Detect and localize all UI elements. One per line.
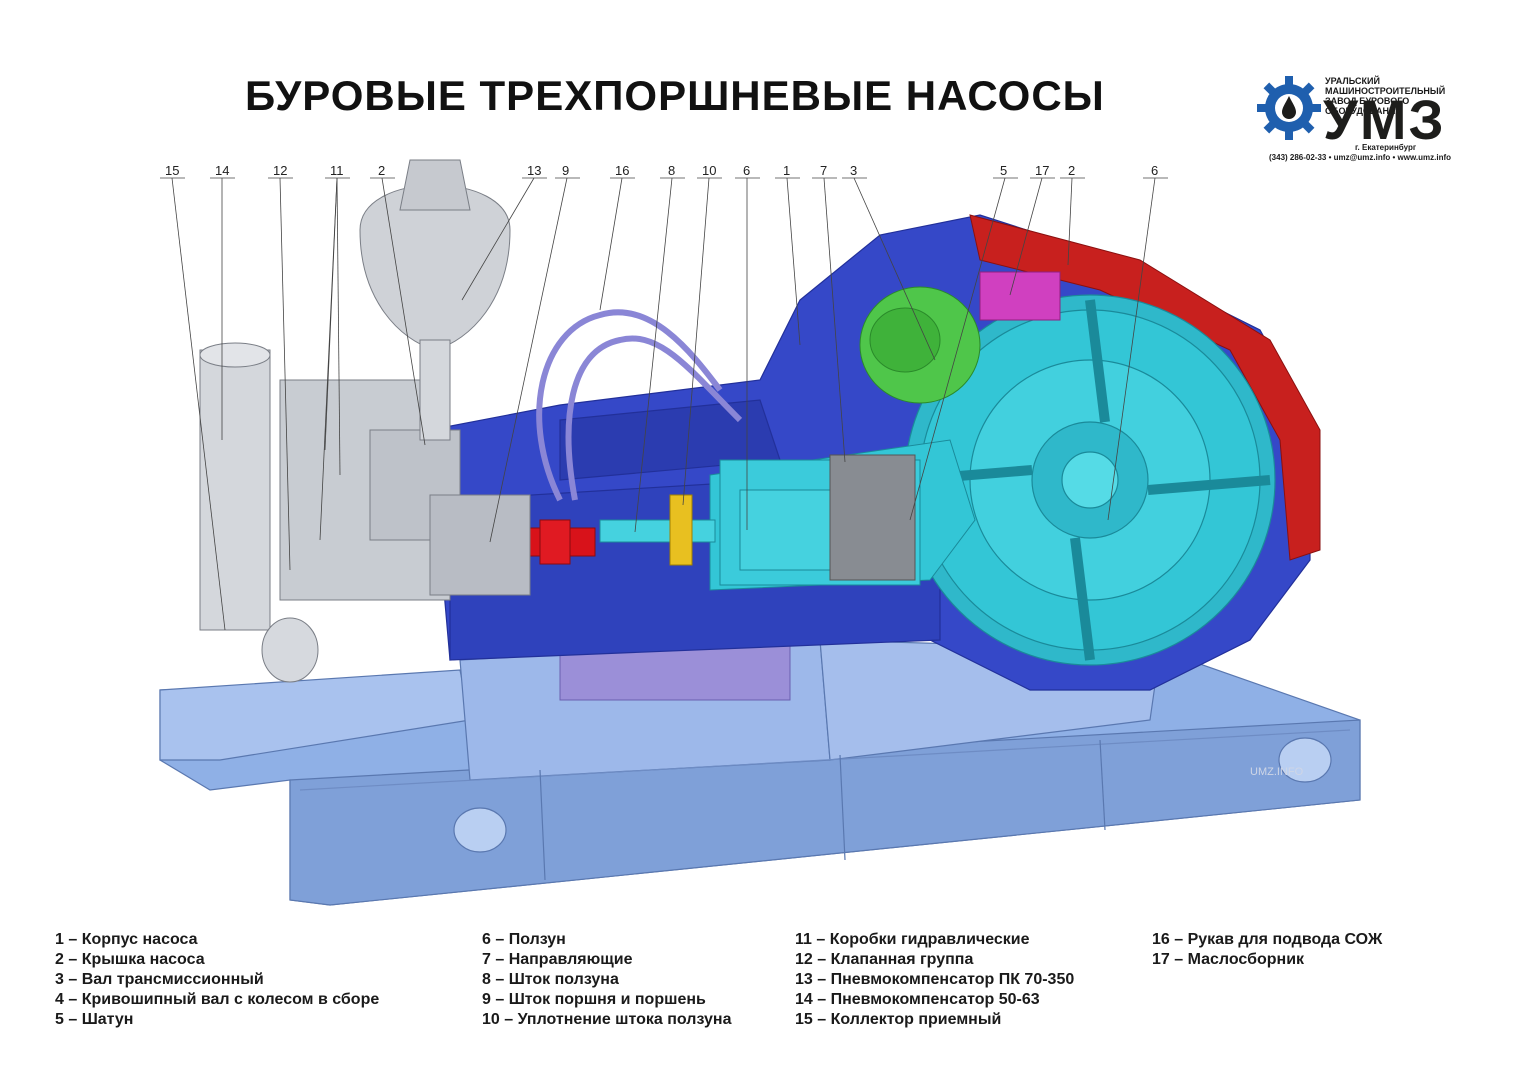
callout-11: 11 [330,163,344,178]
coolant-hose [536,309,743,502]
legend-item: 2 – Крышка насоса [55,951,205,968]
callout-3: 3 [850,163,857,178]
gear-logo-icon [1257,76,1321,140]
legend-item: 7 – Направляющие [482,951,633,968]
legend-item: 12 – Клапанная группа [795,951,974,968]
callout-numbers: 15 14 12 11 2 13 9 16 8 10 6 1 7 3 5 17 … [165,163,1158,178]
company-logo: УРАЛЬСКИЙ МАШИНОСТРОИТЕЛЬНЫЙ ЗАВОД БУРОВ… [1255,70,1485,170]
legend-column-4: 16 – Рукав для подвода СОЖ 17 – Маслосбо… [1152,930,1382,970]
legend-item: 9 – Шток поршня и поршень [482,991,706,1008]
rod-seal [669,494,693,566]
legend-item: 4 – Кривошипный вал с колесом в сборе [55,991,380,1008]
legend-item: 10 – Уплотнение штока ползуна [482,1011,732,1028]
legend-item: 1 – Корпус насоса [55,931,198,948]
hydraulic-end [199,159,531,683]
transmission-shaft [859,286,981,404]
callout-8: 8 [668,163,675,178]
guides [829,454,916,581]
callout-5: 5 [1000,163,1007,178]
legend-item: 13 – Пневмокомпенсатор ПК 70-350 [795,971,1075,988]
callout-17: 17 [1035,163,1049,178]
callout-7: 7 [820,163,827,178]
company-city: г. Екатеринбург [1355,143,1417,152]
legend-item: 5 – Шатун [55,1011,134,1028]
callout-1: 1 [783,163,790,178]
callout-10: 10 [702,163,716,178]
legend-item: 16 – Рукав для подвода СОЖ [1152,931,1383,948]
callout-2a: 2 [378,163,385,178]
callout-9: 9 [562,163,569,178]
legend-column-3: 11 – Коробки гидравлические 12 – Клапанн… [795,930,1074,1030]
company-contacts: (343) 286-02-33 • umz@umz.info • www.umz… [1269,153,1452,162]
crank-wheel [904,294,1276,666]
legend-item: 14 – Пневмокомпенсатор 50-63 [795,991,1040,1008]
callout-6a: 6 [743,163,750,178]
legend-column-2: 6 – Ползун 7 – Направляющие 8 – Шток пол… [482,930,731,1030]
callout-14: 14 [215,163,229,178]
legend-item: 17 – Маслосборник [1152,951,1305,968]
oil-collector [979,271,1061,321]
callouts [160,177,1168,631]
watermark-text: UMZ.INFO [1250,766,1304,778]
callout-6b: 6 [1151,163,1158,178]
legend-column-1: 1 – Корпус насоса 2 – Крышка насоса 3 – … [55,930,379,1030]
legend-item: 15 – Коллектор приемный [795,1011,1002,1028]
company-name: УРАЛЬСКИЙ МАШИНОСТРОИТЕЛЬНЫЙ ЗАВОД БУРОВ… [1325,76,1446,116]
legend-item: 11 – Коробки гидравлические [795,931,1030,948]
legend-item: 6 – Ползун [482,931,566,948]
skid-frame [159,639,1361,906]
brand-name: УМЗ [1323,88,1446,151]
callout-16: 16 [615,163,629,178]
callout-13: 13 [527,163,541,178]
callout-2b: 2 [1068,163,1075,178]
callout-15: 15 [165,163,179,178]
callout-12: 12 [273,163,287,178]
page-title: БУРОВЫЕ ТРЕХПОРШНЕВЫЕ НАСОСЫ [245,72,1105,119]
legend-item: 3 – Вал трансмиссионный [55,971,264,988]
legend-item: 8 – Шток ползуна [482,971,619,988]
